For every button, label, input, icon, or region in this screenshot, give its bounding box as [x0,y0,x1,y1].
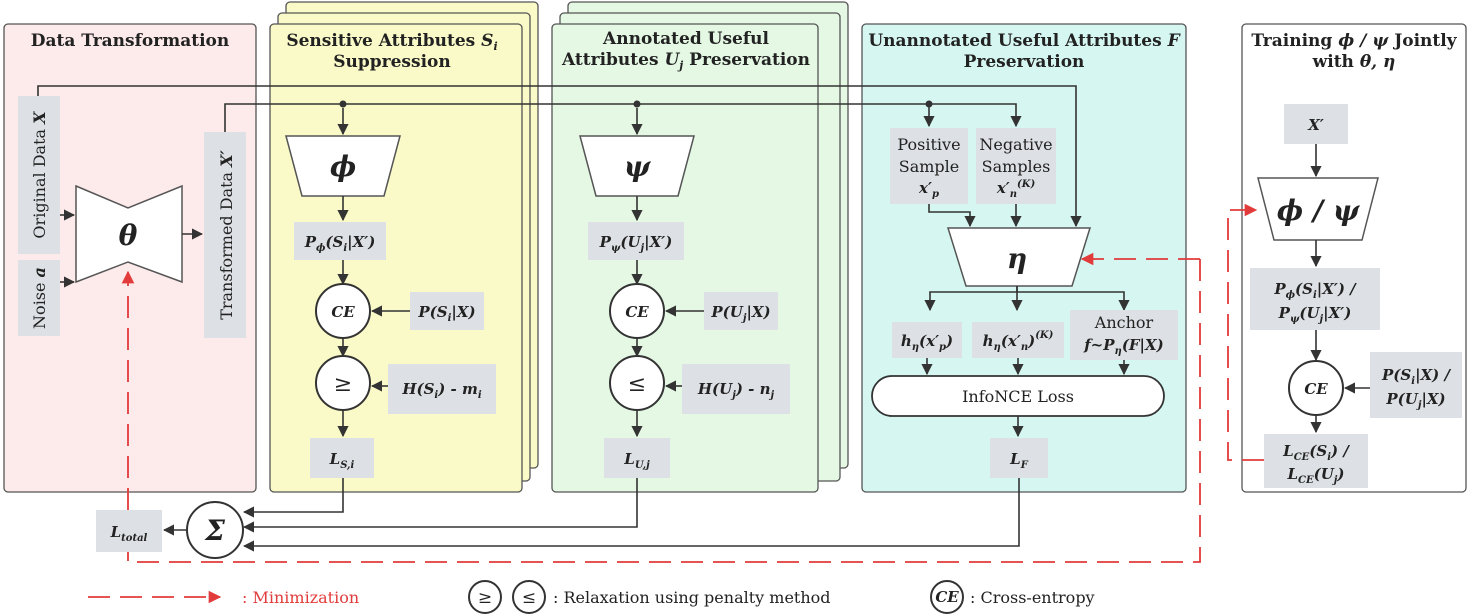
transformed-data-connector [224,103,1022,132]
minimization-path-bottom [127,259,1201,563]
sum-symbol: Σ [204,514,225,547]
ce-label-sensitive: CE [331,303,355,321]
legend-relaxation-label: : Relaxation using penalty method [553,588,831,607]
training-target-line1: P(Si|X) / [1381,366,1451,387]
training-p-box [1250,268,1380,330]
panel-title-annotated-line2: Attributes Uj Preservation [561,50,810,72]
p-s-label: P(Si|X) [417,303,475,324]
p-phi-box [294,222,386,260]
p-u-label: P(Uj|X) [710,303,770,324]
panel-title-unannotated-line1: Unannotated Useful Attributes F [868,31,1181,51]
h-u-label: H(Uj) - nj [697,380,775,401]
negative-samples-line2: Samples [982,157,1051,176]
positive-sample-line1: Positive [897,135,960,154]
training-loss-line1: LCE(Si) / [1282,442,1350,463]
legend-ce-circle [930,580,964,614]
anchor-distribution: f~Pη(F|X) [1083,336,1164,357]
training-x-prime-label: X′ [1307,116,1324,134]
panel-training [1241,23,1467,493]
p-phi-label: Pϕ(Si|X′) [304,233,376,254]
infonce-loss-label: InfoNCE Loss [962,387,1074,406]
h-s-box [388,364,496,414]
panel-title-sensitive-line1: Sensitive Attributes Si [286,31,497,53]
training-ce-label: CE [1304,380,1328,398]
h-negative-label: hη(x′n)(K) [983,330,1054,353]
training-target-box [1370,352,1462,418]
eta-encoder-shape [946,227,1092,287]
psi-classifier-shape [579,135,695,197]
h-s-label: H(Si) - mi [401,380,482,401]
eta-symbol: η [1007,242,1027,275]
loss-u-box [604,438,670,478]
legend-ce-symbol: CE [935,588,959,606]
p-psi-label: Pψ(Uj|X′) [599,233,673,254]
total-loss-label: Ltotal [110,523,148,544]
loss-f-label: LF [1009,450,1029,471]
leq-symbol: ≤ [628,372,646,397]
training-loss-line2: LCE(Uj) [1286,465,1344,486]
training-target-line2: P(Uj|X) [1385,390,1445,411]
geq-symbol: ≥ [334,372,352,397]
noise-box [18,260,60,336]
h-negative-box [972,322,1064,358]
original-data-label: Original Data X [30,111,49,239]
training-x-prime-box [1284,104,1348,144]
p-s-box [410,292,484,330]
legend-leq-symbol: ≤ [522,588,536,608]
panel-title-unannotated-line2: Preservation [964,52,1085,72]
transformed-data-label: Transformed Data X′ [217,149,236,319]
loss-u-label: LU,j [623,450,650,471]
anchor-box [1070,310,1178,360]
original-data-connector [37,85,1082,228]
panel-title-training-line1: Training ϕ / ψ Jointly [1251,31,1457,51]
transformed-data-box [204,132,246,338]
ce-label-annotated: CE [625,303,649,321]
panel-title-annotated-line1: Annotated Useful [602,29,769,49]
loss-s-box [310,438,374,478]
phi-symbol: ϕ [330,150,356,183]
negative-samples-line1: Negative [979,135,1052,154]
anchor-label: Anchor [1094,313,1154,332]
h-positive-box [892,322,962,358]
h-u-box [682,364,790,414]
legend-leq-circle [512,580,546,614]
loss-f-box [990,438,1048,478]
panel-title-data-transformation: Data Transformation [31,31,229,51]
total-loss-box [96,510,162,552]
p-u-box [704,292,778,330]
negative-samples-symbol: x′n(K) [996,179,1036,200]
theta-symbol: θ [119,219,138,252]
training-phi-psi-shape [1257,177,1379,241]
original-data-box [18,96,60,254]
training-p-line2: Pψ(Uj|X′) [1278,304,1352,325]
legend-geq-circle [468,580,502,614]
positive-sample-box [890,128,968,204]
p-psi-box [588,222,684,260]
phi-classifier-shape [285,135,401,197]
training-minimization-arrow [1227,203,1264,461]
theta-autoencoder-shape [75,184,183,284]
training-phi-psi-symbol: ϕ / ψ [1277,194,1361,227]
training-p-line1: Pϕ(Si|X′) / [1273,280,1357,301]
loss-s-label: LS,i [329,450,355,471]
noise-label: Noise a [30,267,49,329]
legend-cross-entropy-label: : Cross-entropy [970,588,1095,607]
training-loss-box [1264,434,1368,488]
panel-title-training-line2: with θ, η [1312,52,1396,72]
h-positive-label: hη(x′p) [901,332,953,353]
negative-samples-box [976,128,1056,204]
legend-geq-symbol: ≥ [478,588,492,608]
psi-symbol: ψ [624,150,652,183]
positive-sample-symbol: x′p [918,179,939,200]
positive-sample-line2: Sample [899,157,960,176]
panel-title-sensitive-line2: Suppression [333,52,450,72]
legend-minimization-label: : Minimization [242,588,359,607]
